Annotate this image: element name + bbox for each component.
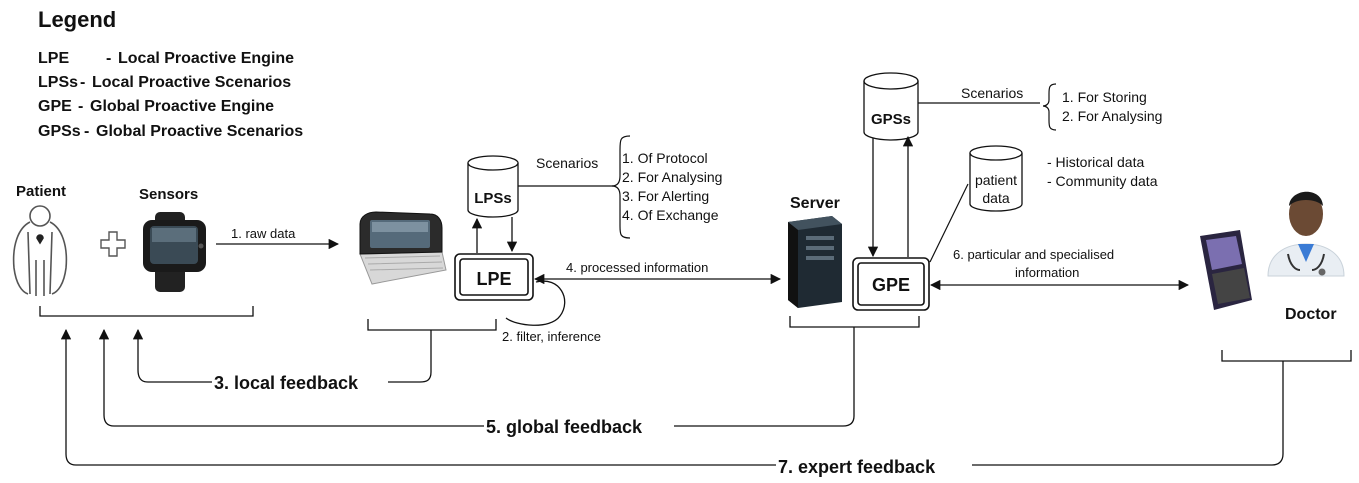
gpss-database [863,72,919,141]
specialised-information-label-line2: information [1015,265,1079,280]
expert-feedback-bg [776,455,972,475]
gpe-box [852,257,930,311]
gpss-label: GPSs [871,111,911,128]
lpss-label: LPSs [474,190,512,207]
local-scenario-item: 3. For Alerting [622,188,709,204]
legend-abbr: LPE [38,50,69,67]
legend-title: Legend [38,7,116,32]
phone-icon [1200,230,1252,310]
legend-sep: - [80,74,85,91]
legend-sep: - [78,98,83,115]
gpe-patient-data-connector [929,183,969,263]
local-device-brace [367,319,497,331]
server-icon [788,216,842,308]
lpe-label: LPE [476,269,511,289]
local-scenario-item: 4. Of Exchange [622,207,719,223]
local-scenario-item: 2. For Analysing [622,169,722,185]
local-scenario-item: 1. Of Protocol [622,150,708,166]
global-feedback-label: 5. global feedback [486,417,643,437]
expert-feedback-label: 7. expert feedback [778,457,936,477]
legend-abbr: GPE [38,98,72,115]
server-label: Server [790,195,840,212]
data-note: - Historical data [1047,154,1144,170]
lpss-database [467,155,519,218]
local-feedback-label: 3. local feedback [214,373,359,393]
sensors-label: Sensors [139,186,198,203]
patient-sensors-brace [39,306,254,317]
local-scenarios-brace [611,135,631,239]
gpe-label: GPE [872,275,910,295]
global-feedback-bg [484,416,674,436]
local-scenarios-label: Scenarios [536,155,598,171]
doctor-label: Doctor [1285,306,1337,323]
patient-data-database [969,145,1023,212]
legend-sep: - [84,123,89,140]
raw-data-label: 1. raw data [231,226,296,241]
data-note: - Community data [1047,173,1158,189]
processed-information-label: 4. processed information [566,260,708,275]
legend-desc: Global Proactive Scenarios [96,123,303,140]
filter-inference-label: 2. filter, inference [502,329,601,344]
lpe-box [454,253,534,301]
legend-item-lpe: LPE - Local Proactive Engine [38,50,294,67]
global-scenario-item: 2. For Analysing [1062,108,1162,124]
global-scenarios-label: Scenarios [961,85,1023,101]
global-scenario-item: 1. For Storing [1062,89,1147,105]
plus-icon [100,231,126,257]
legend-desc: Local Proactive Scenarios [92,74,291,91]
legend-abbr: GPSs [38,123,81,140]
global-feedback-arrow [98,327,855,427]
mobile-device-icon [359,211,447,285]
legend-desc: Local Proactive Engine [118,50,294,67]
legend-sep: - [106,50,111,67]
patient-data-label-line1: patient [975,172,1017,188]
specialised-information-label-line1: 6. particular and specialised [953,247,1114,262]
patient-icon [12,205,68,296]
legend-desc: Global Proactive Engine [90,98,274,115]
doctor-icon [1267,191,1345,277]
legend-item-lpss: LPSs - Local Proactive Scenarios [38,74,291,91]
legend-abbr: LPSs [38,74,78,91]
server-brace [789,316,920,328]
legend-item-gpe: GPE - Global Proactive Engine [38,98,274,115]
patient-label: Patient [16,183,66,200]
expert-feedback-arrow [60,328,1284,466]
global-scenarios-brace [1042,83,1057,131]
doctor-brace [1221,350,1352,362]
patient-data-label-line2: data [982,190,1009,206]
legend-item-gpss: GPSs - Global Proactive Scenarios [38,123,303,140]
local-feedback-bg [212,372,388,392]
smartwatch-icon [143,212,206,292]
